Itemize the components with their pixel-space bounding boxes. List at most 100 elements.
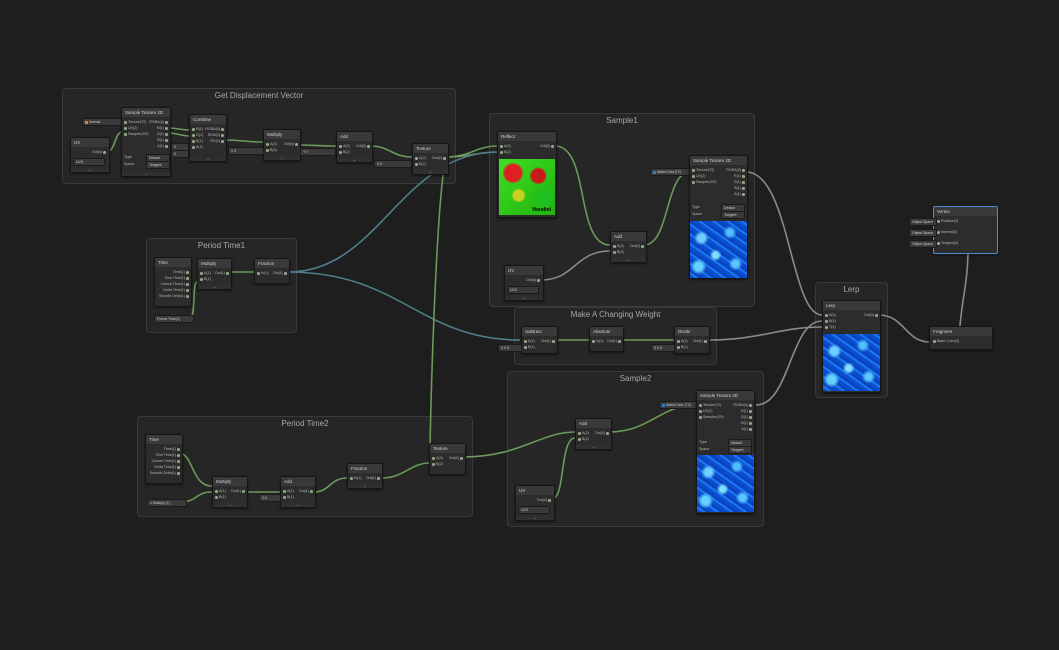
out-port[interactable]: Out(1) [366,476,381,481]
uv-in-port[interactable]: UV(2) [691,174,705,179]
chevron-down-icon[interactable]: ⌄ [198,285,231,289]
subtract-b-field[interactable]: X 0.5 [498,344,522,352]
rgba-out-port[interactable]: RGBA(4) [205,127,225,132]
b-in-port[interactable]: B(2) [431,462,443,467]
b-in-port[interactable]: B(4) [824,319,836,324]
a-out-port[interactable]: A(1) [734,192,746,197]
b-in-port[interactable]: B(4) [265,148,277,153]
r-out-port[interactable]: R(1) [157,126,169,131]
rgba-out-port[interactable]: RGBA(4) [733,403,753,408]
a-in-port[interactable]: A(4) [265,142,277,147]
time-out-port[interactable]: Time(1) [173,270,190,275]
out-port[interactable]: Out(4) [864,313,879,318]
chevron-down-icon[interactable]: ⌄ [213,503,247,507]
water-color-property-b[interactable]: WaterColor (T2) [659,401,698,409]
a-in-port[interactable]: A(1) [523,339,535,344]
b-in-port[interactable]: B(1) [523,345,535,350]
sampler-in-port[interactable]: Sampler(SS) [123,132,149,137]
chevron-down-icon[interactable]: ⌄ [281,503,315,507]
multiply-property[interactable]: x Multiply (1) [147,499,187,507]
a-in-port[interactable]: A(1) [282,489,294,494]
a-in-port[interactable]: A(1) [199,271,211,276]
r-in-port[interactable]: R(1) [191,127,203,132]
sine-time-out-port[interactable]: Sine Time(1) [165,276,190,281]
a-in-port[interactable]: A(1) [676,339,688,344]
chevron-down-icon[interactable]: ⌄ [348,484,382,488]
chevron-down-icon[interactable]: ⌄ [576,445,611,449]
rgb-out-port[interactable]: RGB(3) [208,133,225,138]
uv-out-port[interactable]: Out(4) [526,278,541,283]
space-dropdown[interactable]: Tangent [728,446,752,454]
tangent-source-pill[interactable]: Object Space [909,240,937,248]
time-node-2[interactable]: Time Time(1) Sine Time(1) Cosine Time(1)… [145,434,183,484]
base-color-port[interactable]: Base Color(3) [932,339,959,344]
space-dropdown[interactable]: Tangent [146,161,170,169]
out-port[interactable]: Out(2) [595,431,610,436]
r-out-port[interactable]: R(1) [741,409,753,414]
b-in-port[interactable]: B(1) [199,277,211,282]
period-time-property[interactable]: Period Time(1) [154,315,194,323]
uv-node-1[interactable]: UV Out(4) UV0 ⌄ [70,137,110,173]
lerp-node[interactable]: Lerp A(4) B(4) T(4) Out(4) [822,300,881,393]
out-port[interactable]: Out(4) [284,142,299,147]
rgba-out-port[interactable]: RGBA(4) [726,168,746,173]
sample-texture-2d-node-c[interactable]: Sample Texture 2D Texture(T2) UV(2) Samp… [696,390,755,514]
uv-out-port[interactable]: Out(4) [537,498,552,503]
uv-node-3[interactable]: UV Out(4) UV0 ⌄ [515,485,555,521]
b-out-port[interactable]: B(1) [157,138,169,143]
a-in-port[interactable]: A(2) [577,431,589,436]
out-port[interactable]: Out(1) [215,271,230,276]
a-in-port[interactable]: A(1) [191,145,203,150]
time-out-port[interactable]: Time(1) [164,447,181,452]
sample-texture-2d-node-a[interactable]: Sample Texture 2D Texture(T2) UV(2) Samp… [121,107,171,177]
add-node-c[interactable]: Add A(2) B(2) Out(2) ⌄ [575,418,612,450]
out-port[interactable]: Out(2) [356,144,371,149]
b-out-port[interactable]: B(1) [741,421,753,426]
normal-source-pill[interactable]: Object Space [909,229,937,237]
g-out-port[interactable]: G(1) [734,180,746,185]
b-in-port[interactable]: B(2) [338,150,350,155]
chevron-down-icon[interactable]: ⌄ [413,170,448,174]
rgba-out-port[interactable]: RGBA(4) [149,120,169,125]
space-dropdown[interactable]: Tangent [721,211,745,219]
g-out-port[interactable]: G(1) [741,415,753,420]
texture-in-port[interactable]: Texture(T2) [123,120,146,125]
chevron-down-icon[interactable]: ⌄ [337,158,372,162]
chevron-down-icon[interactable]: ⌄ [71,168,109,172]
divide-node[interactable]: Divide A(1) B(1) Out(1) [674,326,710,354]
out-port[interactable]: Out(1) [607,339,622,344]
smooth-delta-out-port[interactable]: Smooth Delta(1) [150,471,181,476]
chevron-down-icon[interactable]: ⌄ [122,172,170,176]
a-in-port[interactable]: A(2) [414,156,426,161]
uv-out-port[interactable]: Out(4) [92,150,107,155]
out-port[interactable]: Out(2) [432,156,447,161]
add-node-d[interactable]: Add A(1) B(1) Out(1) ⌄ [280,476,316,508]
multiply-node-1[interactable]: Multiply A(4) B(4) Out(4) ⌄ [263,129,301,161]
out-port[interactable]: Out(1) [231,489,246,494]
b-out-port[interactable]: B(1) [734,186,746,191]
b-in-port[interactable]: B(1) [214,495,226,500]
absolute-node[interactable]: Absolute In(1) Out(1) [589,326,624,352]
fragment-master-node[interactable]: Fragment Base Color(3) [929,326,993,350]
g-in-port[interactable]: G(1) [191,133,203,138]
out-port[interactable]: Out(1) [541,339,556,344]
a-in-port[interactable]: A(2) [612,244,624,249]
chevron-down-icon[interactable]: ⌄ [190,157,226,161]
sample-texture-2d-node-b[interactable]: Sample Texture 2D Texture(T2) UV(2) Samp… [689,155,748,279]
out-port[interactable]: Out(1) [693,339,708,344]
add-d-b-field[interactable]: 0.5 [259,494,281,502]
texture-node-a[interactable]: Texture A(2) B(2) Out(2) ⌄ [412,143,449,175]
multiply-b-field[interactable]: X 0 [228,147,264,155]
b-in-port[interactable]: B(1) [676,345,688,350]
add-b-field[interactable]: Y 0 [300,148,336,156]
texture-b-field[interactable]: X 0 [374,160,412,168]
a-in-port[interactable]: A(4) [824,313,836,318]
out-port[interactable]: Out(2) [449,456,464,461]
b-in-port[interactable]: B(2) [499,150,511,155]
cosine-time-out-port[interactable]: Cosine Time(1) [152,459,181,464]
normal-property[interactable]: Normal [82,118,122,126]
delta-time-out-port[interactable]: Delta Time(1) [154,465,181,470]
a-in-port[interactable]: A(2) [499,144,511,149]
out-port[interactable]: Out(1) [273,271,288,276]
in-port[interactable]: In(1) [349,476,361,481]
